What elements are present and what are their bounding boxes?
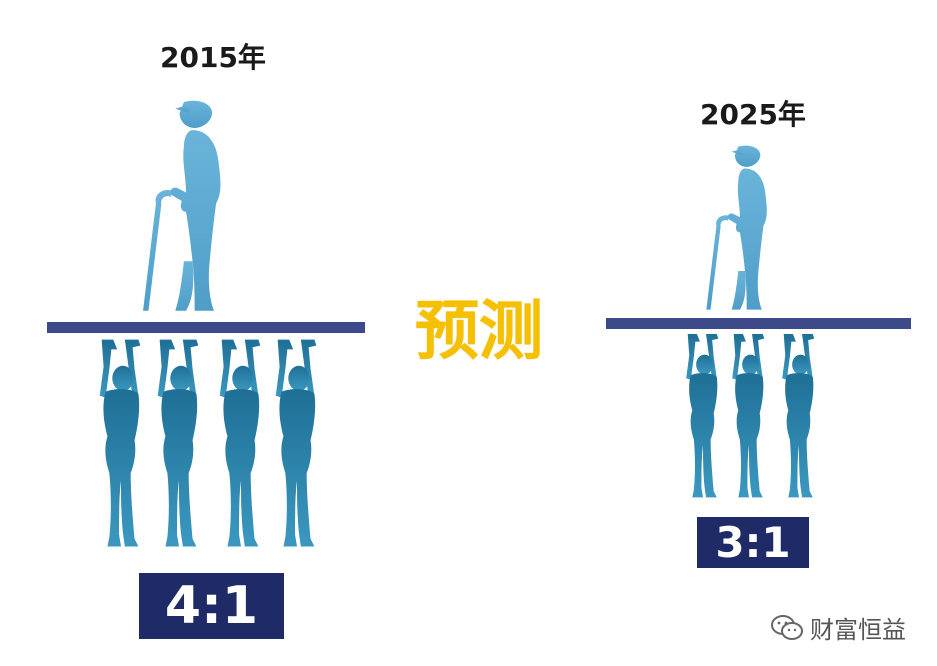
- wechat-icon: [771, 614, 803, 640]
- ratio-badge-right: 3:1: [697, 517, 809, 568]
- worker-figure-left-3: [219, 339, 261, 547]
- year-label-2025: 2025年: [700, 98, 806, 131]
- ratio-badge-left: 4:1: [139, 573, 284, 639]
- year-label-2015: 2015年: [160, 41, 266, 74]
- worker-figure-left-1: [99, 339, 141, 547]
- worker-figure-right-3: [782, 334, 815, 498]
- elder-figure-left: [143, 100, 221, 311]
- forecast-label: 预测: [415, 295, 543, 369]
- support-beam-left: [47, 322, 365, 333]
- worker-figure-left-4: [275, 339, 317, 547]
- elder-figure-right: [706, 145, 767, 310]
- watermark-text: 财富恒益: [810, 616, 906, 644]
- worker-figure-right-1: [686, 334, 719, 498]
- worker-figure-right-2: [732, 334, 765, 498]
- support-beam-right: [606, 318, 911, 329]
- worker-figure-left-2: [157, 339, 199, 547]
- watermark: 财富恒益: [770, 610, 906, 645]
